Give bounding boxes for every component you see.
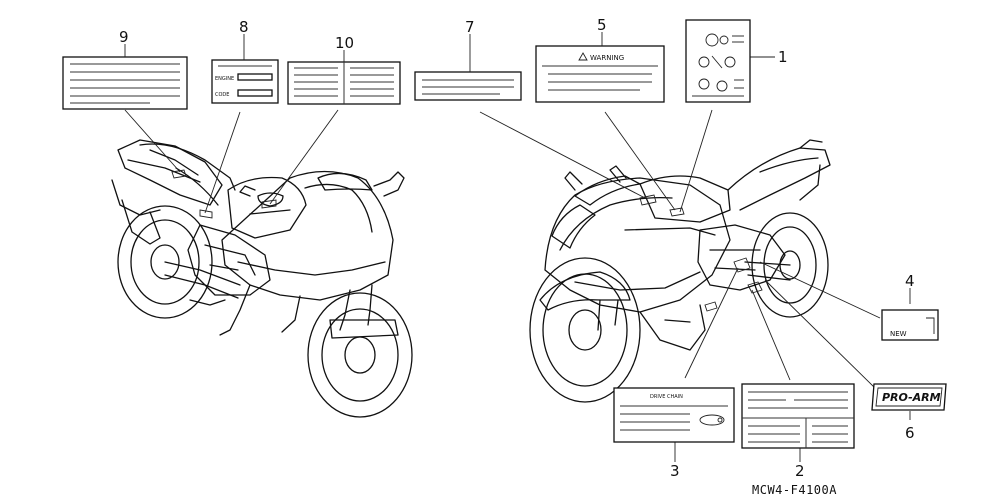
callout-numbers: 9 8 10 7 5 1 4 6 3 2 xyxy=(119,16,915,480)
callout-6: 6 xyxy=(905,424,915,442)
callout-4: 4 xyxy=(905,272,915,290)
label-9 xyxy=(62,44,188,110)
callout-10: 10 xyxy=(335,34,354,52)
callout-1: 1 xyxy=(778,48,788,66)
label-8: ENGINE CODE xyxy=(211,34,279,104)
warning-text: WARNING xyxy=(590,54,624,62)
engine-text: ENGINE xyxy=(215,76,234,82)
label-10 xyxy=(287,50,401,105)
label-4: NEW xyxy=(881,309,939,341)
motorcycle-right xyxy=(529,139,831,403)
callout-2: 2 xyxy=(795,462,805,480)
drive-chain-text: DRIVE CHAIN xyxy=(650,394,683,400)
new-text: NEW xyxy=(890,330,907,338)
label-1 xyxy=(685,19,751,103)
label-6: PRO-ARM xyxy=(871,383,947,411)
pro-arm-logo: PRO-ARM xyxy=(882,391,941,404)
callout-5: 5 xyxy=(597,16,607,34)
label-2 xyxy=(741,383,855,449)
leader-lines xyxy=(124,56,911,462)
callout-9: 9 xyxy=(119,28,129,46)
callout-3: 3 xyxy=(670,462,680,480)
diagram-code: MCW4-F4100A xyxy=(752,483,837,497)
callout-8: 8 xyxy=(239,18,249,36)
code-text: CODE xyxy=(215,92,229,98)
callout-7: 7 xyxy=(465,18,475,36)
label-3: DRIVE CHAIN xyxy=(613,387,735,443)
motorcycle-left xyxy=(111,139,413,418)
label-7 xyxy=(414,34,522,101)
label-5: WARNING xyxy=(535,32,665,103)
